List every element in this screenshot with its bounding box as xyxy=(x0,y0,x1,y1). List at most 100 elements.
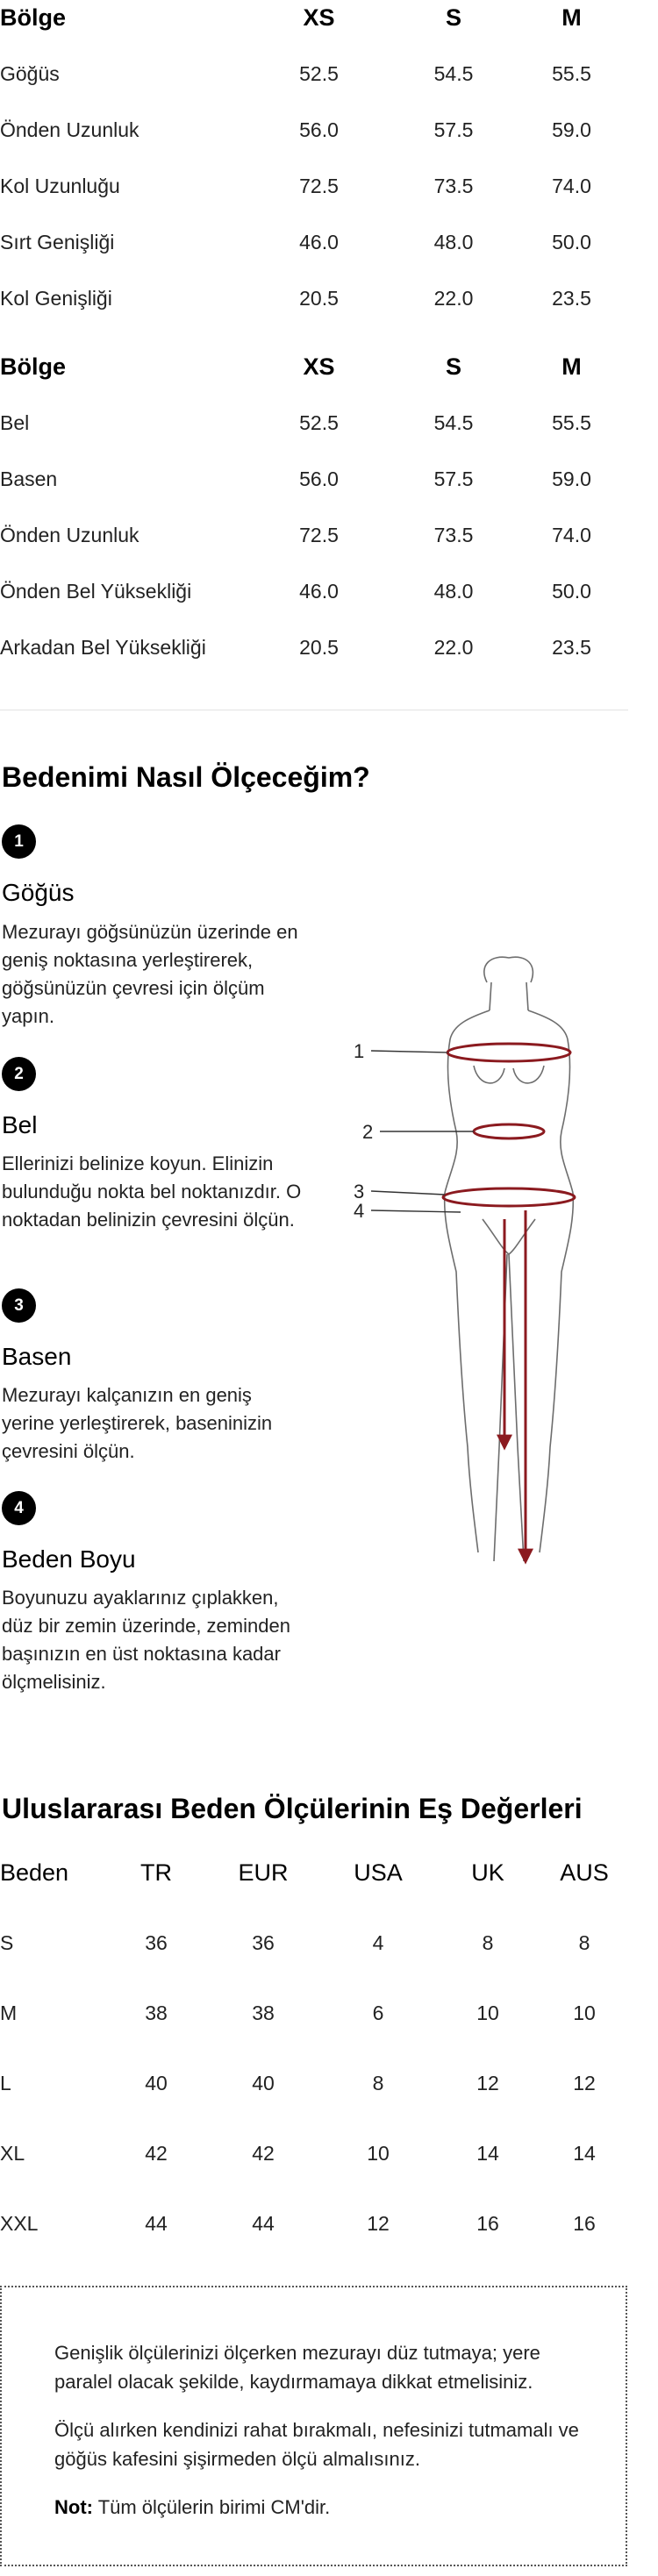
step-description: Ellerinizi belinize koyun. Elinizin bulu… xyxy=(2,1152,302,1231)
cell-value: 44 xyxy=(145,2211,168,2235)
region-label: Sırt Genişliği xyxy=(0,230,115,253)
table-row: Sırt Genişliği 46.0 48.0 50.0 xyxy=(0,214,628,270)
table-row: Göğüs 52.5 54.5 55.5 xyxy=(0,46,628,102)
measurement-tapes xyxy=(441,1042,576,1565)
table-row: Bel 52.5 54.5 55.5 xyxy=(0,395,628,451)
table-header-row: Bölge XS S M xyxy=(0,0,628,46)
step-number-badge: 3 xyxy=(2,1288,36,1323)
intl-title: Uluslararası Beden Ölçülerinin Eş Değerl… xyxy=(2,1793,583,1824)
cell-value: 73.5 xyxy=(433,523,474,546)
cell-value: 10 xyxy=(367,2141,390,2165)
top-size-table: Bölge XS S M Göğüs 52.5 54.5 55.5 Önden … xyxy=(0,0,628,326)
note-paragraph: Ölçü alırken kendinizi rahat bırakmalı, … xyxy=(54,2419,579,2470)
cell-value: 73.5 xyxy=(433,174,474,197)
cell-value: 38 xyxy=(145,2001,168,2024)
figure-label: 2 xyxy=(362,1121,373,1143)
step-description: Mezurayı kalçanızın en geniş yerine yerl… xyxy=(2,1384,273,1462)
cell-value: 16 xyxy=(476,2211,499,2235)
cell-value: 74.0 xyxy=(552,523,591,546)
unit-note: Not: Tüm ölçülerin birimi CM'dir. xyxy=(54,2493,590,2522)
cell-value: 20.5 xyxy=(299,286,339,310)
figure-label: 1 xyxy=(354,1040,364,1062)
howto-title: Bedenimi Nasıl Ölçeceğim? xyxy=(2,761,370,793)
region-label: Basen xyxy=(0,467,58,490)
column-header: USA xyxy=(354,1859,403,1886)
cell-value: 50.0 xyxy=(552,579,591,603)
table-row: Kol Uzunluğu 72.5 73.5 74.0 xyxy=(0,158,628,214)
cell-value: 52.5 xyxy=(299,61,339,85)
region-label: Göğüs xyxy=(0,61,60,85)
column-header: M xyxy=(561,4,582,31)
cell-value: 74.0 xyxy=(552,174,591,197)
cell-value: 54.5 xyxy=(433,61,474,85)
cell-value: 57.5 xyxy=(433,118,474,141)
cell-value: 36 xyxy=(145,1930,168,1954)
column-header: S xyxy=(445,4,461,31)
region-label: Kol Uzunluğu xyxy=(0,174,120,197)
figure-number-labels: 1 2 3 4 xyxy=(354,1040,373,1222)
column-header: TR xyxy=(140,1859,172,1886)
bottom-size-table: Bölge XS S M Bel 52.5 54.5 55.5 Basen 56… xyxy=(0,339,628,675)
cell-value: 10 xyxy=(573,2001,596,2024)
table-row: Basen 56.0 57.5 59.0 xyxy=(0,451,628,507)
cell-value: 6 xyxy=(372,2001,384,2024)
table-row: XXL 44 44 12 16 16 xyxy=(0,2188,630,2258)
step-number-badge: 2 xyxy=(2,1057,36,1091)
size-label: M xyxy=(0,2001,18,2024)
region-label: Arkadan Bel Yüksekliği xyxy=(0,635,206,659)
cell-value: 46.0 xyxy=(299,230,339,253)
table-row: Kol Genişliği 20.5 22.0 23.5 xyxy=(0,270,628,326)
figure-label: 4 xyxy=(354,1200,364,1222)
cell-value: 12 xyxy=(367,2211,390,2235)
column-header: M xyxy=(561,353,582,380)
cell-value: 20.5 xyxy=(299,635,339,659)
cell-value: 72.5 xyxy=(299,174,339,197)
region-label: Önden Uzunluk xyxy=(0,118,139,141)
figure-label: 3 xyxy=(354,1181,364,1202)
cell-value: 14 xyxy=(476,2141,499,2165)
cell-value: 8 xyxy=(578,1930,590,1954)
cell-value: 14 xyxy=(573,2141,596,2165)
cell-value: 50.0 xyxy=(552,230,591,253)
size-label: L xyxy=(0,2071,11,2094)
cell-value: 4 xyxy=(372,1930,384,1954)
waist-tape xyxy=(472,1123,546,1140)
column-header: XS xyxy=(303,353,335,380)
table-row: L 40 40 8 12 12 xyxy=(0,2048,630,2118)
cell-value: 40 xyxy=(252,2071,275,2094)
table-row: S 36 36 4 8 8 xyxy=(0,1908,630,1978)
cell-value: 57.5 xyxy=(433,467,474,490)
cell-value: 22.0 xyxy=(433,286,474,310)
size-label: XXL xyxy=(0,2211,39,2235)
step-number-badge: 4 xyxy=(2,1491,36,1525)
cell-value: 55.5 xyxy=(552,410,591,434)
cell-value: 36 xyxy=(252,1930,275,1954)
cell-value: 55.5 xyxy=(552,61,591,85)
cell-value: 56.0 xyxy=(299,118,339,141)
cell-value: 42 xyxy=(252,2141,275,2165)
step-title: Basen xyxy=(2,1343,72,1370)
cell-value: 8 xyxy=(372,2071,384,2094)
note-paragraph: Genişlik ölçülerinizi ölçerken mezurayı … xyxy=(54,2342,540,2393)
cell-value: 46.0 xyxy=(299,579,339,603)
cell-value: 44 xyxy=(252,2211,275,2235)
cell-value: 10 xyxy=(476,2001,499,2024)
column-header: EUR xyxy=(238,1859,289,1886)
cell-value: 23.5 xyxy=(552,286,591,310)
step-title: Bel xyxy=(2,1111,38,1138)
table-header-row: Bölge XS S M xyxy=(0,339,628,395)
table-row: Arkadan Bel Yüksekliği 20.5 22.0 23.5 xyxy=(0,619,628,675)
step-description: Boyunuzu ayaklarınız çıplakken, düz bir … xyxy=(2,1587,290,1693)
step-title: Göğüs xyxy=(2,879,75,906)
table-row: Önden Uzunluk 56.0 57.5 59.0 xyxy=(0,102,628,158)
column-header: Bölge xyxy=(0,4,67,31)
cell-value: 8 xyxy=(482,1930,494,1954)
region-label: Kol Genişliği xyxy=(0,286,112,310)
size-label: XL xyxy=(0,2141,25,2165)
cell-value: 59.0 xyxy=(552,467,591,490)
cell-value: 40 xyxy=(145,2071,168,2094)
table-row: Önden Bel Yüksekliği 46.0 48.0 50.0 xyxy=(0,563,628,619)
cell-value: 12 xyxy=(476,2071,499,2094)
note-label: Not: xyxy=(54,2496,93,2518)
column-header: S xyxy=(445,353,461,380)
